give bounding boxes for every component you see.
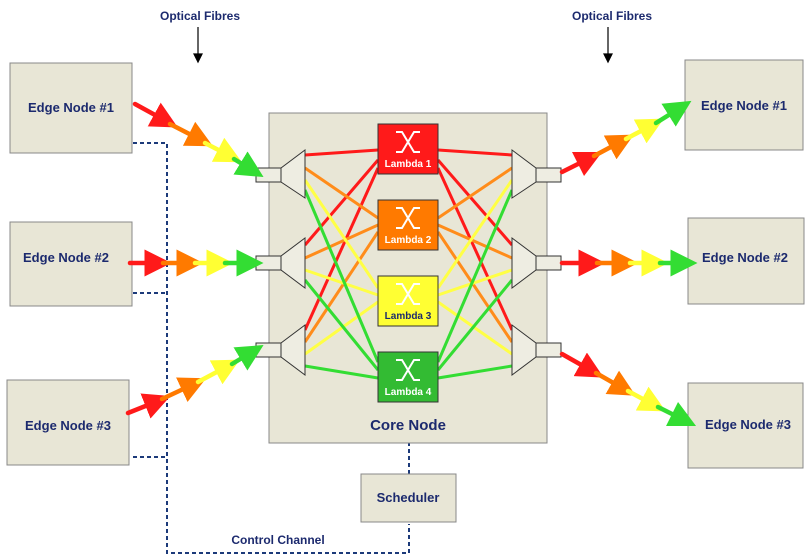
mux-right-3 (511, 324, 562, 376)
edge-node-label: Edge Node #3 (25, 418, 111, 433)
edge-node-right-1: Edge Node #1 (684, 59, 804, 151)
edge-node-label: Edge Node #2 (23, 250, 109, 265)
lambda-label: Lambda 4 (385, 387, 432, 398)
input-fibre-1 (132, 101, 264, 178)
lambda-switch-1: Lambda 1 (377, 123, 439, 175)
lambda-switch-2: Lambda 2 (377, 199, 439, 251)
edge-node-right-3: Edge Node #3 (687, 382, 804, 469)
switch-icon (396, 131, 420, 153)
edge-node-left-3: Edge Node #3 (6, 379, 130, 466)
optical-fibres-label-left: Optical Fibres (160, 9, 240, 23)
control-channel-lines (133, 142, 410, 554)
mux-right-2 (511, 237, 562, 289)
edge-node-label: Edge Node #3 (705, 417, 791, 432)
lambda-label: Lambda 3 (385, 311, 432, 322)
switch-icon (396, 359, 420, 381)
lambda-label: Lambda 1 (385, 159, 432, 170)
switch-icon (396, 283, 420, 305)
core-node-label: Core Node (370, 417, 446, 434)
switch-icon (396, 207, 420, 229)
right-multiplexers (511, 149, 562, 376)
edge-node-label: Edge Node #1 (701, 98, 787, 113)
edge-node-left-1: Edge Node #1 (9, 62, 133, 154)
input-fibre-3 (125, 345, 264, 419)
demux-left-2 (255, 237, 306, 289)
lambda-switch-4: Lambda 4 (377, 351, 439, 403)
lambda-label: Lambda 2 (385, 235, 432, 246)
scheduler-label: Scheduler (377, 490, 440, 505)
edge-node-label: Edge Node #1 (28, 100, 114, 115)
down-arrow-icon (603, 27, 613, 64)
down-arrow-icon (193, 27, 203, 64)
output-fibre-3 (559, 351, 697, 427)
lambda-switch-3: Lambda 3 (377, 275, 439, 327)
mux-right-1 (511, 149, 562, 199)
edge-node-label: Edge Node #2 (702, 250, 788, 265)
scheduler-box: Scheduler (360, 473, 457, 523)
internal-connections (303, 148, 514, 380)
edge-node-right-2: Edge Node #2 (687, 217, 805, 305)
left-demultiplexers (255, 149, 306, 376)
control-channel-label: Control Channel (231, 533, 324, 547)
edge-node-left-2: Edge Node #2 (9, 221, 133, 307)
output-fibre-1 (559, 100, 692, 177)
optical-fibres-label-right: Optical Fibres (572, 9, 652, 23)
